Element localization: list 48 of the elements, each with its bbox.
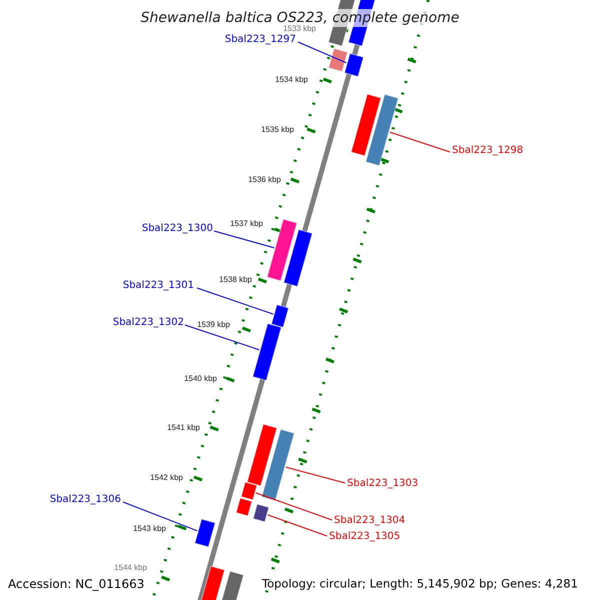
- gene-feature: [194, 518, 216, 548]
- gene-feature: [220, 570, 244, 600]
- tick-label: 1537 kbp: [230, 220, 263, 228]
- gene-label: Sbal223_1297: [224, 35, 296, 45]
- tick-label: 1536 kbp: [248, 176, 281, 184]
- tick-label: 1533 kbp: [283, 25, 316, 33]
- gene-feature: [200, 566, 226, 600]
- gene-feature: [270, 304, 290, 328]
- gene-label: Sbal223_1305: [329, 532, 400, 542]
- accession-text: Accession: NC_011663: [8, 578, 144, 590]
- tick-label: 1540 kbp: [184, 375, 217, 383]
- tick-label: 1544 kbp: [114, 564, 147, 572]
- leader-line: [267, 514, 328, 536]
- leader-line: [196, 288, 274, 315]
- gene-feature: [344, 52, 364, 78]
- leader-line: [298, 42, 347, 64]
- leader-line: [285, 466, 346, 484]
- gene-label: Sbal223_1302: [112, 318, 184, 328]
- leader-line: [122, 502, 198, 532]
- gene-feature: [266, 218, 298, 282]
- gene-feature: [261, 428, 295, 502]
- gene-label: Sbal223_1303: [347, 479, 418, 489]
- gene-label: Sbal223_1304: [334, 516, 406, 526]
- gene-label: Sbal223_1301: [122, 281, 194, 291]
- leader-line: [214, 230, 275, 248]
- tick-label: 1538 kbp: [219, 276, 252, 284]
- gene-label: Sbal223_1298: [452, 146, 524, 156]
- gene-feature: [252, 504, 270, 522]
- gene-feature: [328, 48, 348, 72]
- leader-line: [184, 324, 260, 350]
- gene-label: Sbal223_1306: [50, 495, 121, 505]
- tick-label: 1535 kbp: [261, 126, 294, 134]
- gene-feature: [240, 482, 258, 500]
- gene-feature: [252, 322, 282, 382]
- tick-label: 1542 kbp: [150, 474, 183, 482]
- genome-info-text: Topology: circular; Length: 5,145,902 bp; Genes: 4,281: [262, 578, 578, 590]
- gene-feature: [246, 424, 278, 486]
- tick-label: 1534 kbp: [275, 76, 308, 84]
- gene-feature: [283, 228, 313, 288]
- tick-label: 1539 kbp: [197, 321, 230, 329]
- tick-label: 1541 kbp: [167, 424, 200, 432]
- gene-feature: [236, 498, 252, 516]
- leader-line: [389, 132, 450, 152]
- leader-line: [255, 492, 332, 520]
- tick-label: 1543 kbp: [133, 525, 166, 533]
- gene-feature: [365, 94, 399, 166]
- gene-feature: [350, 94, 382, 156]
- gene-label: Sbal223_1300: [142, 224, 213, 234]
